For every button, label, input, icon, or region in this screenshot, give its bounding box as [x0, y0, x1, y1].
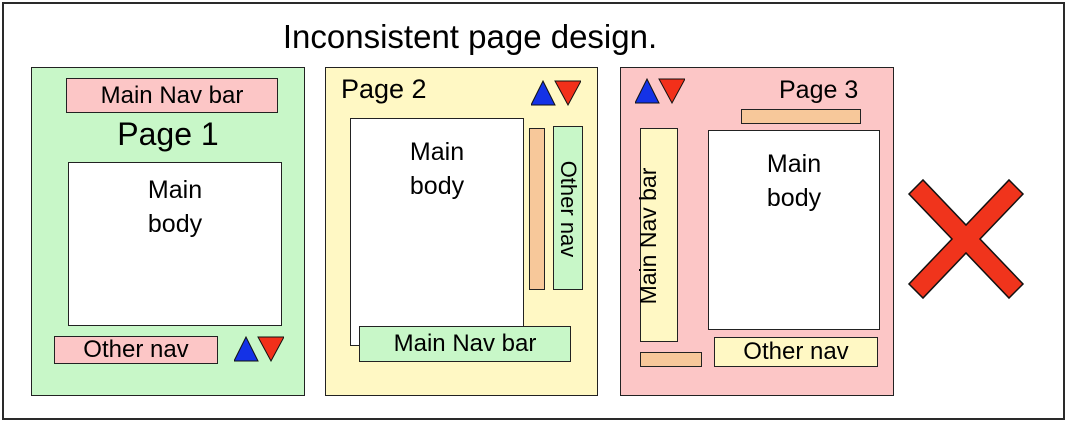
- page-1-arrows: [234, 336, 284, 362]
- page-3-body-line-2: body: [766, 184, 822, 212]
- page-2-arrows: [531, 80, 581, 106]
- down-arrow-icon: [658, 78, 685, 104]
- page-2-other-nav: Other nav: [553, 126, 583, 290]
- page-2-main-nav-bar: Main Nav bar: [359, 326, 571, 362]
- page-1-mockup: Main Nav bar Page 1 Main body Other nav: [31, 67, 305, 396]
- down-arrow-icon: [554, 80, 581, 106]
- page-3-body-line-1: Main: [766, 150, 822, 178]
- page-3-main-body: Main body: [708, 130, 880, 330]
- page-3-mockup: Page 3 Main Nav bar Main body Other nav: [620, 67, 894, 396]
- page-2-body-line-1: Main: [409, 138, 465, 166]
- up-arrow-icon: [234, 336, 259, 362]
- page-1-main-body: Main body: [68, 162, 282, 326]
- page-3-main-nav-bar: Main Nav bar: [635, 128, 678, 342]
- cross-icon: [907, 178, 1025, 300]
- page-2-mockup: Page 2 Main body Other nav Main Nav bar: [325, 67, 598, 396]
- page-2-body-line-2: body: [409, 172, 465, 200]
- up-arrow-icon: [531, 80, 556, 106]
- page-3-bottom-bar: [640, 352, 702, 367]
- up-arrow-icon: [635, 78, 660, 104]
- page-1-main-nav-bar: Main Nav bar: [66, 78, 278, 113]
- diagram-title: Inconsistent page design.: [282, 18, 658, 55]
- page-2-title: Page 2: [341, 74, 427, 104]
- page-2-other-nav-label: Other nav: [556, 160, 581, 258]
- page-3-top-bar: [741, 109, 861, 124]
- page-2-side-bar: [529, 128, 545, 290]
- page-3-other-nav: Other nav: [714, 337, 878, 367]
- down-arrow-icon: [257, 336, 284, 362]
- page-3-main-nav-label: Main Nav bar: [634, 167, 661, 305]
- page-1-body-line-1: Main: [147, 176, 203, 204]
- page-3-title: Page 3: [779, 76, 859, 104]
- page-2-main-body: Main body: [350, 118, 524, 346]
- page-1-title: Page 1: [117, 116, 219, 152]
- page-3-arrows: [635, 78, 685, 104]
- page-1-body-line-2: body: [147, 210, 203, 238]
- page-1-other-nav: Other nav: [54, 336, 218, 364]
